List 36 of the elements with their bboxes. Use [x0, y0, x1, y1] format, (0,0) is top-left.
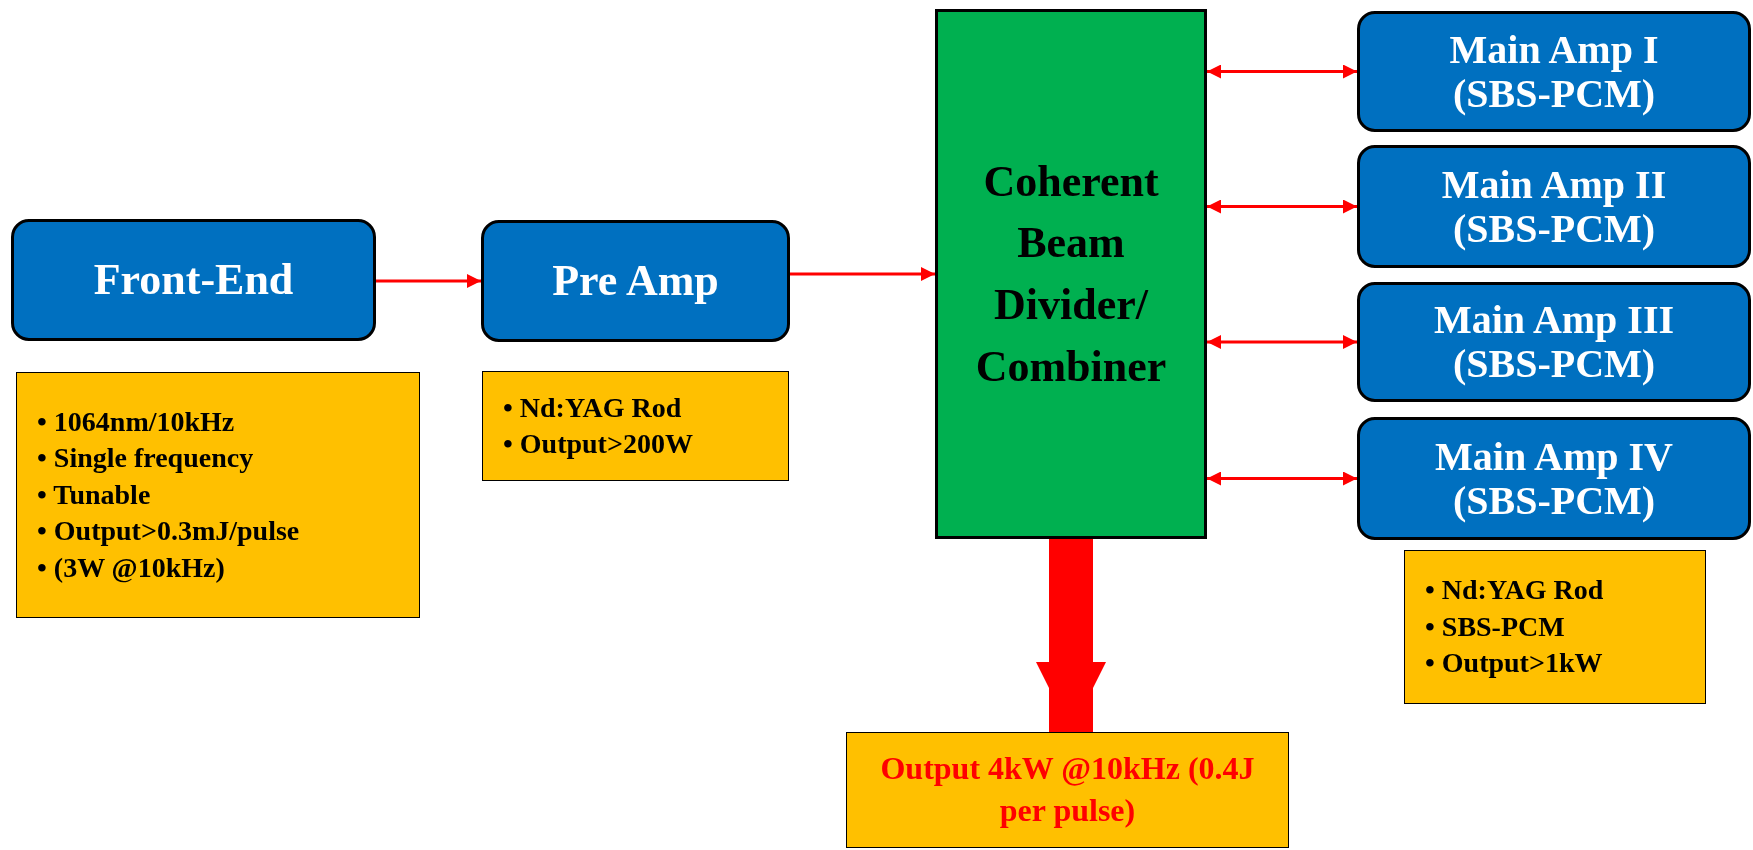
- box-label: Main Amp III (SBS-PCM): [1432, 298, 1676, 386]
- box-label: Main Amp II (SBS-PCM): [1440, 162, 1668, 251]
- bullet-item: • Nd:YAG Rod: [1425, 573, 1604, 608]
- box-label: Main Amp IV (SBS-PCM): [1434, 434, 1674, 523]
- arrow: [1207, 199, 1357, 214]
- spec-box: [16, 372, 420, 618]
- output-box: [846, 732, 1289, 848]
- bullet-item: • Tunable: [37, 477, 152, 512]
- bullet-item: • Output>1kW: [1425, 646, 1604, 681]
- box-label: Pre Amp: [552, 255, 719, 307]
- process-box: [11, 219, 376, 341]
- bullet-item: • SBS-PCM: [1425, 609, 1566, 644]
- arrow: [1207, 64, 1357, 79]
- amplifier-box: [1357, 417, 1751, 540]
- amplifier-box: [1357, 282, 1751, 402]
- arrow: [1207, 335, 1357, 349]
- amplifier-box: [1357, 11, 1751, 132]
- spec-box: [482, 371, 789, 481]
- bullet-item: • Single frequency: [37, 441, 255, 476]
- process-box: [481, 220, 790, 342]
- bullet-item: • Output>0.3mJ/pulse: [37, 514, 300, 549]
- arrow: [1207, 471, 1357, 486]
- bullet-item: • Output>200W: [503, 427, 693, 461]
- bullet-item: • 1064nm/10kHz: [37, 405, 236, 439]
- bullet-item: • (3W @10kHz): [37, 550, 226, 585]
- arrow: [376, 274, 481, 288]
- box-label: Front-End: [93, 254, 294, 306]
- arrow: [790, 267, 935, 281]
- amplifier-box: [1357, 145, 1751, 268]
- box-label: Coherent Beam Divider/ Combiner: [974, 155, 1168, 393]
- box-label: Main Amp I (SBS-PCM): [1448, 27, 1660, 116]
- box-label: Output 4kW @10kHz (0.4J per pulse): [879, 749, 1256, 830]
- bullet-item: • Nd:YAG Rod: [503, 390, 683, 425]
- spec-box: [1404, 550, 1706, 704]
- combiner-box: [935, 9, 1207, 539]
- arrow: [1036, 539, 1106, 732]
